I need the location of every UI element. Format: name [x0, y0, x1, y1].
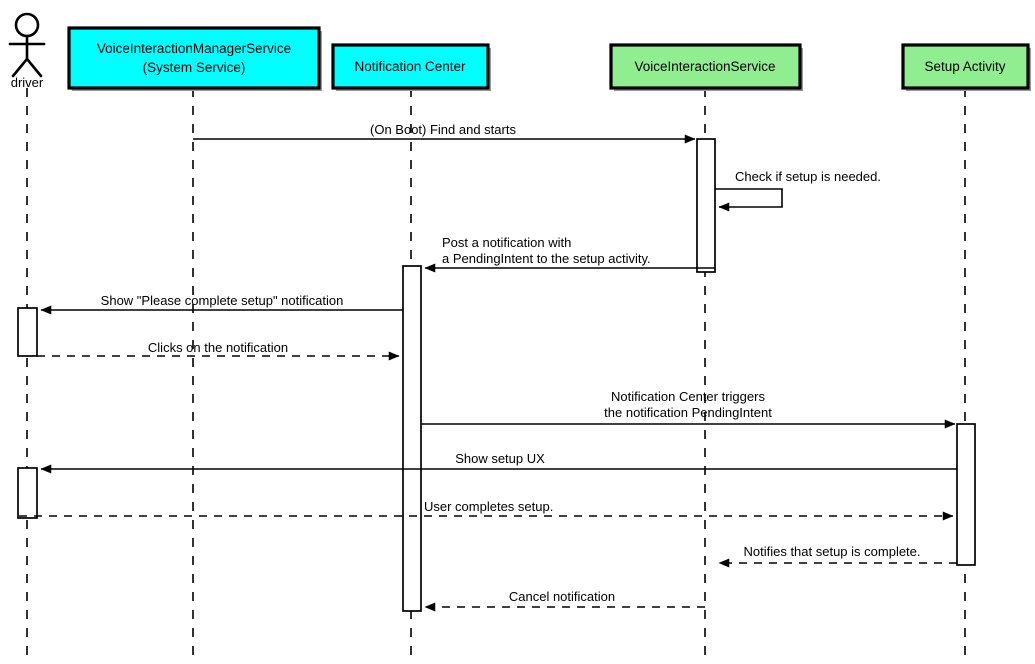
participant-setup-activity[interactable]: Setup Activity — [901, 43, 1031, 91]
activation-notification-center — [402, 265, 422, 612]
participant-label-vims-line1: VoiceInteractionManagerService — [97, 41, 291, 56]
message-notifies-that-setup-is-complete[interactable]: Notifies that setup is complete. — [718, 544, 957, 568]
activation-driver-1 — [17, 307, 38, 357]
message-check-if-setup-is-needed[interactable]: Check if setup is needed. — [715, 169, 881, 212]
message-label: Clicks on the notification — [148, 340, 288, 355]
message-show-please-complete-setup-notification[interactable]: Show "Please complete setup" notificatio… — [40, 293, 403, 315]
activation-bars-group — [17, 138, 976, 612]
participant-label-vis: VoiceInteractionService — [634, 59, 775, 74]
participant-label-vims-line2: (System Service) — [143, 60, 246, 75]
message-user-completes-setup[interactable]: User completes setup. — [19, 499, 954, 521]
participant-voice-interaction-service[interactable]: VoiceInteractionService — [609, 43, 803, 91]
message-label-line2: the notification PendingIntent — [604, 405, 772, 420]
participant-notification-center[interactable]: Notification Center — [331, 43, 491, 91]
message-label-line1: Post a notification with — [442, 235, 571, 250]
vis-box — [609, 43, 802, 90]
message-on-boot-find-and-starts[interactable]: (On Boot) Find and starts — [193, 122, 696, 144]
message-label: Show "Please complete setup" notificatio… — [101, 293, 344, 308]
actor-head-icon — [14, 12, 40, 38]
participant-vims[interactable]: VoiceInteractionManagerService (System S… — [67, 26, 322, 91]
message-clicks-on-the-notification[interactable]: Clicks on the notification — [37, 340, 400, 361]
message-label: User completes setup. — [424, 499, 553, 514]
message-self-loop-path — [715, 188, 783, 212]
message-label: Check if setup is needed. — [735, 169, 881, 184]
activation-voice-interaction-service — [696, 138, 716, 273]
participant-label-setup-activity: Setup Activity — [924, 59, 1005, 74]
message-notification-center-triggers-pendingintent[interactable]: Notification Center triggers the notific… — [421, 389, 956, 429]
message-post-a-notification[interactable]: Post a notification with a PendingIntent… — [424, 235, 715, 273]
actor-leg-left-icon — [11, 57, 29, 78]
activation-driver-2 — [17, 467, 38, 519]
message-label: (On Boot) Find and starts — [370, 122, 516, 137]
participant-driver[interactable]: driver — [8, 12, 46, 90]
message-label: Cancel notification — [509, 589, 615, 604]
message-label-line1: Notification Center triggers — [611, 389, 765, 404]
message-cancel-notification[interactable]: Cancel notification — [424, 589, 705, 612]
setup-activity-box — [901, 43, 1030, 90]
message-label: Show setup UX — [455, 451, 545, 466]
participant-label-notification-center: Notification Center — [354, 59, 466, 74]
message-label-line2: a PendingIntent to the setup activity. — [442, 251, 651, 266]
activation-setup-activity — [956, 423, 976, 566]
participant-label-driver: driver — [11, 75, 44, 90]
notification-center-box — [331, 43, 490, 90]
message-show-setup-ux[interactable]: Show setup UX — [40, 451, 957, 474]
vims-box — [67, 26, 321, 90]
message-label: Notifies that setup is complete. — [743, 544, 920, 559]
actor-leg-right-icon — [25, 57, 43, 78]
